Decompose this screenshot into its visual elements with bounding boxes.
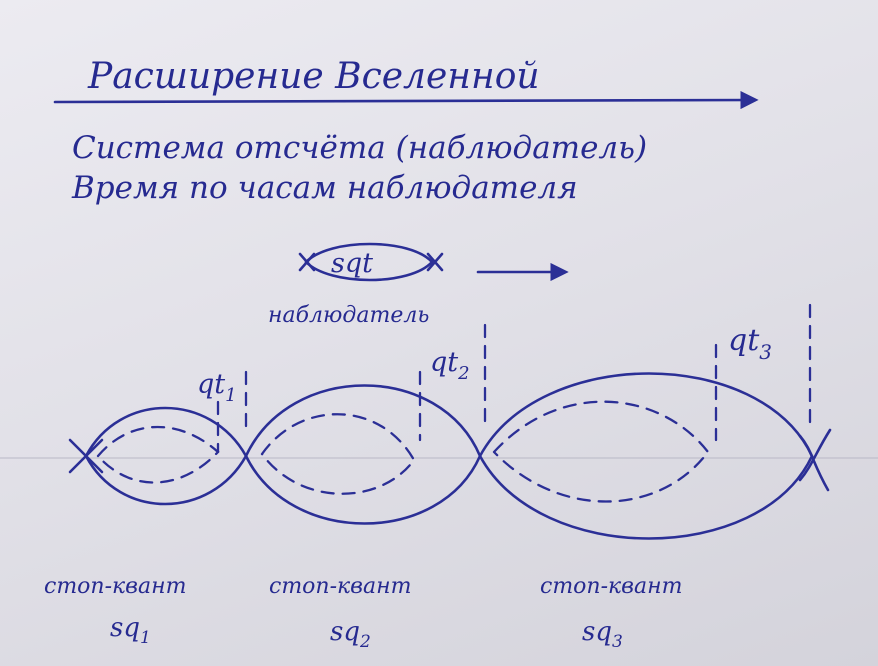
quantum-name-3: sq3 <box>582 617 623 652</box>
quantum-name-2: sq2 <box>330 617 371 652</box>
observer-time-line: Время по часам наблюдателя <box>71 170 578 206</box>
quantum-name-1: sq1 <box>110 613 151 648</box>
marker-label-2: qt2 <box>430 347 470 384</box>
boundary-cross-right <box>798 428 832 492</box>
reference-frame-line: Система отсчёта (наблюдатель) <box>72 130 647 166</box>
quantum-label-1: стоп-квант <box>44 574 186 599</box>
marker-label-3: qt3 <box>728 323 772 364</box>
page-title: Расширение Вселенной <box>87 56 540 97</box>
quantum-cell-3 <box>478 372 814 540</box>
quantum-cell-2 <box>244 384 482 525</box>
observer-symbol-label: sqt <box>331 248 373 279</box>
quantum-label-3: стоп-квант <box>540 574 682 599</box>
marker-lines <box>216 303 812 454</box>
marker-label-1: qt1 <box>197 369 237 406</box>
expansion-arrow <box>53 90 759 110</box>
observer-caption: наблюдатель <box>268 303 429 328</box>
quantum-label-2: стоп-квант <box>269 574 411 599</box>
observer-symbol <box>298 242 444 282</box>
quantum-cell-1 <box>84 406 248 506</box>
boundary-cross-left <box>68 438 104 474</box>
